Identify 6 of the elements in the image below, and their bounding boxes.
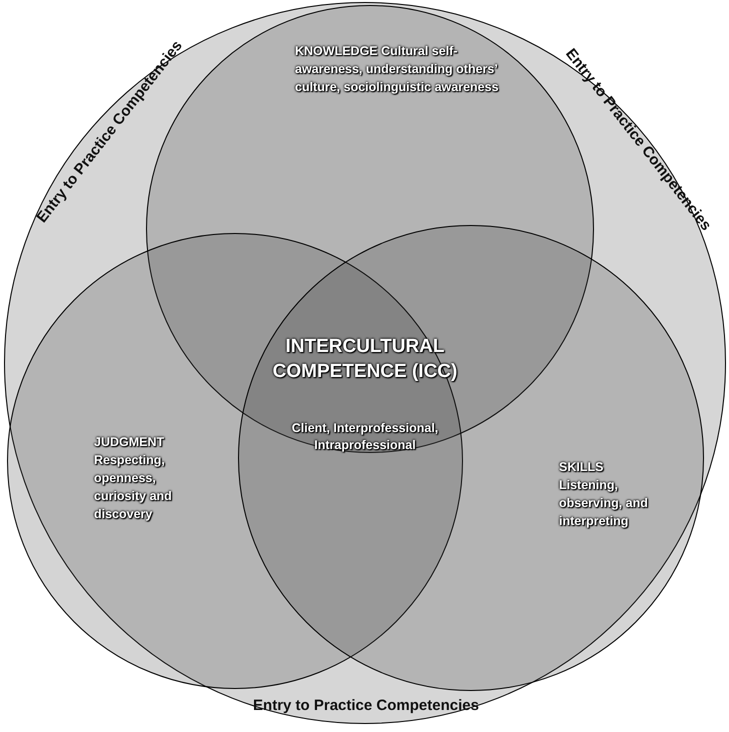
circle-text: Listening, observing, and interpreting [559,477,649,530]
circle-text: Respecting, openness, curiosity and discovery [94,452,173,523]
circle-heading: SKILLS [559,459,604,476]
circle-heading: JUDGMENT [94,434,166,451]
center-subtitle: Client, Interprofessional, Intraprofessional [290,420,440,454]
ring-label: Entry to Practice Competencies [252,697,480,715]
